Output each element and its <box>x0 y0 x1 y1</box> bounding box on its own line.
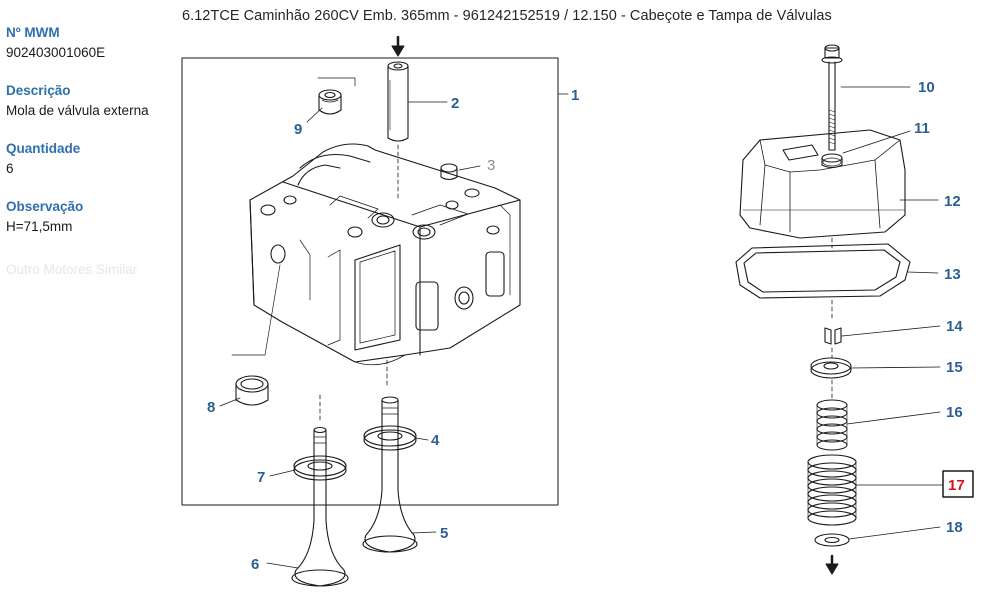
quantity-label: Quantidade <box>6 141 81 156</box>
callout-17-selected[interactable]: 17 <box>948 477 965 494</box>
valve-spring-seat-part <box>293 455 347 481</box>
similar-engines-link[interactable]: Outro Motores Similar <box>6 262 138 277</box>
observation-field: Observação H=71,5mm <box>6 198 83 236</box>
selected-callout-highlight <box>942 470 974 498</box>
callout-2[interactable]: 2 <box>451 95 459 112</box>
valve-cover-bolt-part <box>821 44 843 151</box>
valve-seat-insert-part <box>235 375 269 406</box>
callout-1[interactable]: 1 <box>571 87 579 104</box>
callout-8[interactable]: 8 <box>207 399 215 416</box>
cylinder-head-block <box>249 143 521 366</box>
assembly-frame <box>181 57 559 506</box>
part-details-panel: Nº MWM 902403001060E Descrição Mola de v… <box>0 0 175 600</box>
mwm-number-value: 902403001060E <box>6 45 106 60</box>
callout-labels: 1 2 3 4 5 6 7 8 9 10 11 12 13 14 15 16 1… <box>207 79 965 573</box>
valve-stem-seal-part <box>318 89 342 115</box>
valve-rotator-part <box>363 425 417 451</box>
callout-4[interactable]: 4 <box>431 432 440 449</box>
valve-cotters-part <box>824 327 842 345</box>
quantity-field: Quantidade 6 <box>6 140 80 178</box>
bolt-grommet-part <box>821 153 843 169</box>
description-label: Descrição <box>6 83 71 98</box>
cylinder-plug-part <box>440 163 458 181</box>
callout-6[interactable]: 6 <box>251 556 259 573</box>
mwm-number-field: Nº MWM 902403001060E <box>6 24 105 62</box>
observation-value: H=71,5mm <box>6 219 73 234</box>
outer-valve-spring-part <box>807 454 857 526</box>
valve-guide-part <box>387 61 409 142</box>
callout-7[interactable]: 7 <box>257 469 265 486</box>
callout-9[interactable]: 9 <box>294 121 302 138</box>
observation-label: Observação <box>6 199 84 214</box>
valve-cover-part <box>739 129 906 239</box>
inner-valve-spring-part <box>816 399 848 451</box>
leader-lines <box>219 86 944 569</box>
callout-3[interactable]: 3 <box>487 157 495 174</box>
intake-valve-part <box>291 426 349 587</box>
callout-15[interactable]: 15 <box>946 359 963 376</box>
callout-18[interactable]: 18 <box>946 519 963 536</box>
quantity-value: 6 <box>6 161 14 176</box>
arrow-down-top-icon <box>391 35 405 57</box>
spring-retainer-part <box>810 357 852 379</box>
callout-11[interactable]: 11 <box>914 120 930 137</box>
callout-13[interactable]: 13 <box>944 266 961 283</box>
callout-10[interactable]: 10 <box>918 79 935 96</box>
page-title: 6.12TCE Caminhão 260CV Emb. 365mm - 9612… <box>182 8 832 24</box>
callout-12[interactable]: 12 <box>944 193 961 210</box>
callout-16[interactable]: 16 <box>946 404 963 421</box>
description-value: Mola de válvula externa <box>6 103 149 118</box>
mwm-number-label: Nº MWM <box>6 25 60 40</box>
arrow-down-bottom-icon <box>825 554 839 575</box>
callout-14[interactable]: 14 <box>946 318 963 335</box>
callout-5[interactable]: 5 <box>440 525 448 542</box>
spring-washer-part <box>814 533 850 547</box>
exhaust-valve-part <box>362 396 418 553</box>
description-field: Descrição Mola de válvula externa <box>6 82 149 120</box>
valve-cover-gasket-part <box>735 243 911 299</box>
